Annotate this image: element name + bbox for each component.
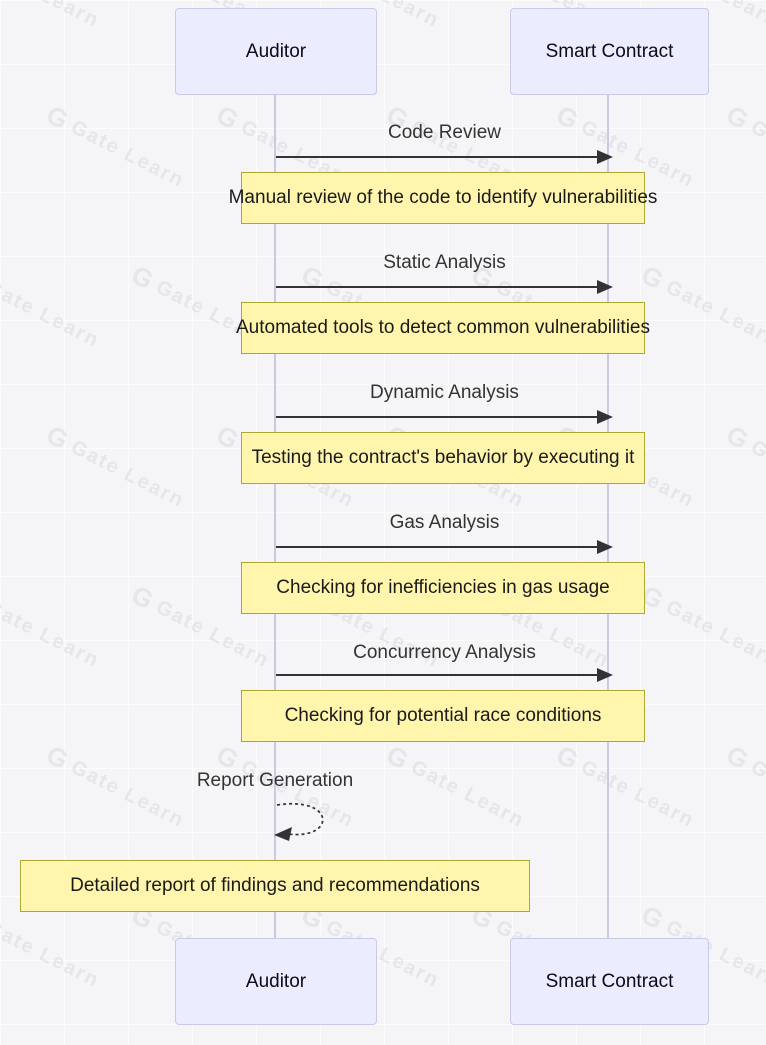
lifeline-auditor bbox=[274, 93, 276, 938]
watermark: GGate Learn bbox=[551, 739, 699, 833]
note-text: Detailed report of findings and recommen… bbox=[70, 875, 480, 896]
note-text: Checking for potential race conditions bbox=[284, 705, 602, 726]
note-text: Checking for inefficiencies in gas usage bbox=[276, 577, 610, 598]
message-label-concurrency-analysis: Concurrency Analysis bbox=[353, 642, 536, 663]
watermark: GGate Learn bbox=[721, 739, 766, 832]
watermark: GGate Learn bbox=[41, 99, 189, 193]
arrowhead-icon bbox=[597, 150, 613, 164]
message-label-gas-analysis: Gas Analysis bbox=[389, 512, 500, 533]
note-code-review: Manual review of the code to identify vu… bbox=[229, 172, 657, 224]
actor-auditor-bottom: Auditor bbox=[175, 938, 377, 1025]
note-report-generation: Detailed report of findings and recommen… bbox=[20, 860, 530, 912]
watermark: GGate Learn bbox=[636, 579, 766, 673]
message-arrow-static-analysis bbox=[276, 280, 613, 294]
message-arrow-dynamic-analysis bbox=[276, 410, 613, 424]
note-text: Automated tools to detect common vulnera… bbox=[236, 317, 650, 338]
note-text: Manual review of the code to identify vu… bbox=[228, 187, 658, 208]
note-concurrency-analysis: Checking for potential race conditions bbox=[241, 690, 645, 742]
watermark: GGate Learn bbox=[41, 419, 189, 513]
watermark: GGate Learn bbox=[636, 259, 766, 353]
arrowhead-icon bbox=[597, 668, 613, 682]
arrowhead-icon bbox=[597, 280, 613, 294]
actor-auditor-label: Auditor bbox=[245, 40, 307, 62]
self-loop-arrow bbox=[274, 802, 324, 841]
watermark: GGate Learn bbox=[721, 99, 766, 192]
message-label-code-review: Code Review bbox=[388, 122, 501, 143]
message-arrow-code-review bbox=[276, 150, 613, 164]
message-arrow-concurrency-analysis bbox=[276, 668, 613, 682]
arrowhead-icon bbox=[597, 410, 613, 424]
lifeline-smart-contract bbox=[607, 93, 609, 938]
note-text: Testing the contract's behavior by execu… bbox=[251, 447, 635, 468]
watermark: GGate Learn bbox=[0, 916, 104, 993]
actor-auditor-label: Auditor bbox=[245, 970, 307, 992]
message-label-report-generation: Report Generation bbox=[196, 770, 354, 791]
arrow-line bbox=[276, 546, 601, 548]
watermark: GGate Learn bbox=[0, 0, 105, 36]
note-dynamic-analysis: Testing the contract's behavior by execu… bbox=[241, 432, 645, 484]
arrowhead-icon bbox=[597, 540, 613, 554]
watermark: GGate Learn bbox=[0, 276, 104, 353]
actor-smart-contract-label: Smart Contract bbox=[545, 970, 674, 992]
arrow-line bbox=[276, 416, 601, 418]
message-label-dynamic-analysis: Dynamic Analysis bbox=[370, 382, 519, 403]
actor-auditor-top: Auditor bbox=[175, 8, 377, 95]
arrowhead-icon bbox=[274, 827, 292, 841]
actor-smart-contract-top: Smart Contract bbox=[510, 8, 709, 95]
message-label-static-analysis: Static Analysis bbox=[383, 252, 506, 273]
arrow-line bbox=[276, 156, 601, 158]
actor-smart-contract-bottom: Smart Contract bbox=[510, 938, 709, 1025]
arrow-line bbox=[276, 674, 601, 676]
note-gas-analysis: Checking for inefficiencies in gas usage bbox=[241, 562, 645, 614]
watermark: GGate Learn bbox=[0, 596, 104, 673]
watermark: GGate Learn bbox=[721, 419, 766, 512]
arrow-line bbox=[276, 286, 601, 288]
note-static-analysis: Automated tools to detect common vulnera… bbox=[236, 302, 650, 354]
actor-smart-contract-label: Smart Contract bbox=[545, 40, 674, 62]
message-arrow-gas-analysis bbox=[276, 540, 613, 554]
